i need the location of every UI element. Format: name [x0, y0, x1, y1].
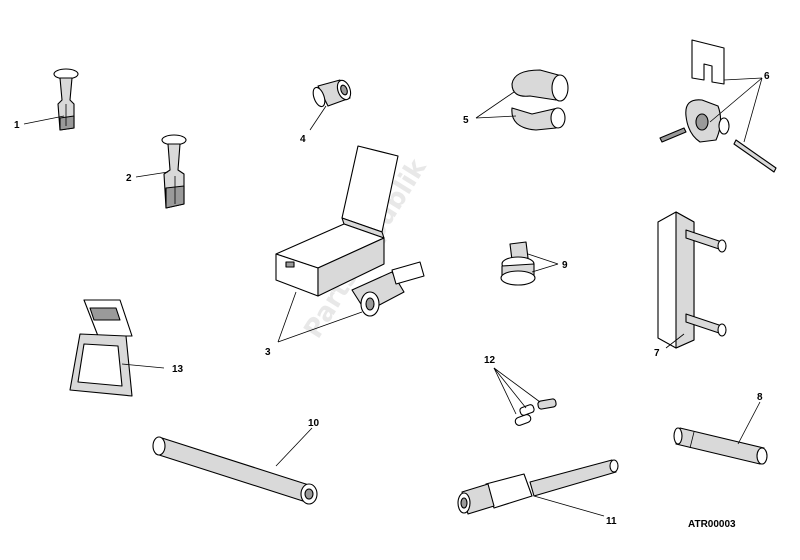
- leader-12c: [493, 367, 541, 403]
- callout-4: 4: [300, 134, 306, 145]
- callout-13: 13: [172, 364, 184, 375]
- part-12-links: [514, 398, 557, 426]
- callout-5: 5: [463, 115, 469, 126]
- part-1-tool: [53, 68, 79, 131]
- leader-8: [737, 401, 761, 445]
- leader-3b: [277, 311, 363, 343]
- leader-7: [665, 333, 685, 349]
- leader-4: [309, 105, 327, 131]
- leader-6a: [723, 77, 763, 81]
- part-10-tube: [152, 436, 318, 505]
- callout-11: 11: [606, 516, 617, 527]
- callout-9: 9: [562, 260, 568, 271]
- leader-10: [275, 427, 313, 467]
- leader-11: [533, 495, 605, 517]
- leader-3a: [277, 291, 297, 343]
- leader-12b: [493, 367, 527, 409]
- leader-5b: [475, 115, 517, 119]
- part-3-box-kit: [275, 145, 425, 317]
- callout-2: 2: [126, 173, 132, 184]
- leader-2: [135, 171, 169, 178]
- callout-1: 1: [14, 120, 20, 131]
- part-8-pin: [673, 427, 768, 465]
- leader-6b: [709, 77, 763, 123]
- callout-7: 7: [654, 348, 660, 359]
- leader-9a: [527, 253, 559, 265]
- leader-1: [23, 115, 65, 125]
- part-9-fitting: [500, 241, 536, 286]
- reference-code: ATR00003: [688, 519, 736, 530]
- leader-12a: [493, 367, 517, 415]
- part-11-shaft: [457, 459, 619, 515]
- part-6-set: [659, 39, 777, 173]
- leader-5a: [475, 91, 515, 119]
- part-2-tool: [161, 134, 187, 209]
- leader-13: [121, 363, 165, 369]
- leader-9b: [531, 263, 559, 273]
- leader-6c: [743, 77, 763, 143]
- callout-12: 12: [484, 355, 496, 366]
- part-13-tester: [69, 299, 133, 397]
- callout-10: 10: [308, 418, 320, 429]
- part-7-bracket: [657, 211, 727, 349]
- part-5-collar: [511, 69, 569, 131]
- callout-6: 6: [764, 71, 770, 82]
- callout-3: 3: [265, 347, 271, 358]
- part-4-bushing: [312, 79, 352, 108]
- callout-8: 8: [757, 392, 763, 403]
